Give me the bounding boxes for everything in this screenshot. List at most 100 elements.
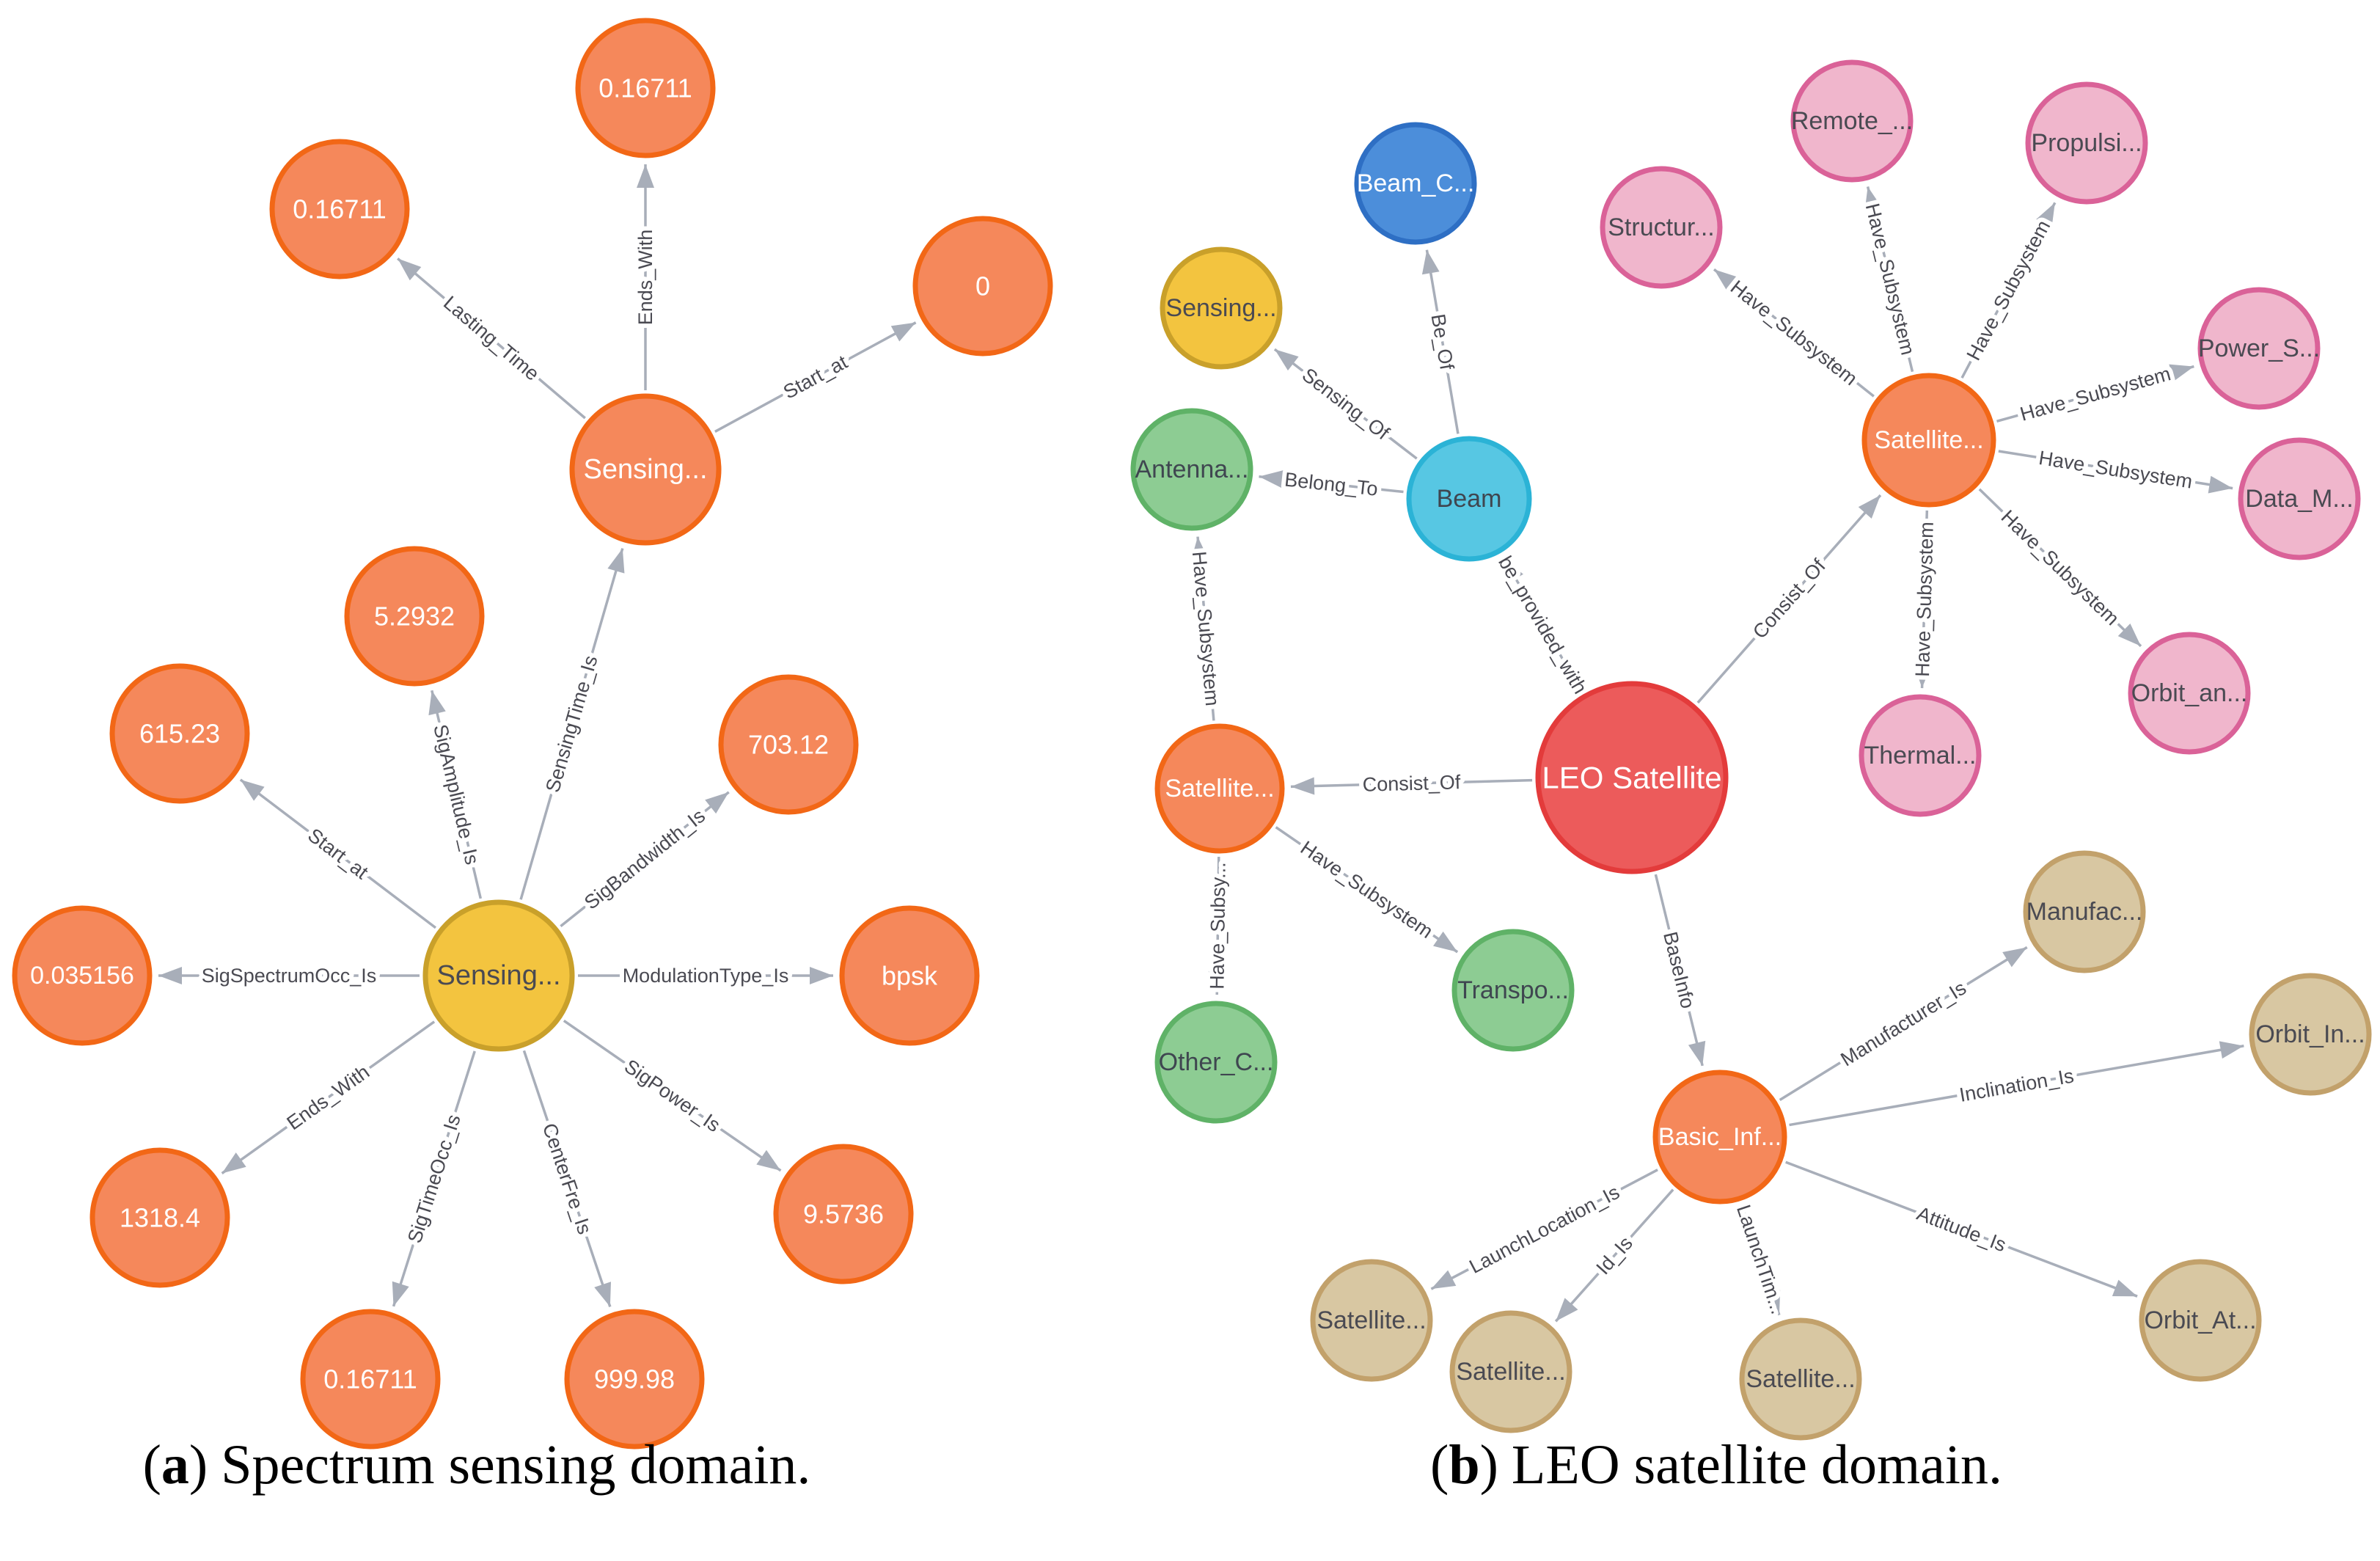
node-a-val-lasting[interactable]: 0.16711 [269, 139, 410, 279]
node-a-val-sigpower[interactable]: 9.5736 [773, 1144, 914, 1284]
edge-b-leo-b-basic-inf[interactable] [1654, 874, 1706, 1067]
edge-a-hub-sensing-a-val-ends[interactable] [221, 1020, 436, 1174]
edge-b-basic-inf-b-sat-id[interactable] [1554, 1188, 1674, 1323]
edge-a-hub-sensing-a-val-sigtimeocc[interactable] [392, 1050, 476, 1307]
node-circle-a-val-sigbandwidth[interactable] [718, 674, 859, 815]
edge-b-leo-b-beam[interactable] [1502, 558, 1583, 692]
node-b-structur[interactable]: Structur... [1600, 166, 1723, 289]
node-circle-a-val-start[interactable] [109, 663, 250, 804]
node-a-val-sigbandwidth[interactable]: 703.12 [718, 674, 859, 815]
node-b-antenna[interactable]: Antenna... [1130, 408, 1253, 531]
node-b-thermal[interactable]: Thermal... [1859, 694, 1982, 817]
edge-b-beam-b-beam-c[interactable] [1421, 249, 1460, 434]
node-b-remote[interactable]: Remote_... [1790, 59, 1914, 183]
node-b-orbit-in[interactable]: Orbit_In... [2249, 973, 2372, 1096]
node-b-basic-inf[interactable]: Basic_Inf... [1652, 1070, 1787, 1204]
node-circle-a-hub-sensing-time[interactable] [569, 393, 722, 546]
edge-b-satellite-right-b-data-m[interactable] [1998, 450, 2233, 494]
node-circle-b-propulsi[interactable] [2025, 81, 2148, 205]
node-b-satellite-right[interactable]: Satellite... [1861, 373, 1996, 508]
node-b-leo[interactable]: LEO Satellite [1535, 681, 1729, 874]
node-b-other-c[interactable]: Other_C... [1154, 1001, 1278, 1124]
node-circle-b-data-m[interactable] [2238, 437, 2361, 560]
node-circle-b-leo[interactable] [1535, 681, 1729, 874]
node-b-sat-launchtime[interactable]: Satellite... [1739, 1317, 1862, 1441]
node-b-propulsi[interactable]: Propulsi... [2025, 81, 2148, 205]
node-circle-b-remote[interactable] [1790, 59, 1914, 183]
edge-a-hub-sensing-a-val-start[interactable] [239, 778, 437, 929]
node-circle-b-satellite-right[interactable] [1861, 373, 1996, 508]
node-circle-a-hub-sensing[interactable] [422, 899, 575, 1052]
node-circle-a-val-modulation[interactable] [839, 905, 980, 1046]
node-a-val-sigspectrumocc[interactable]: 0.035156 [12, 905, 153, 1046]
node-circle-b-structur[interactable] [1600, 166, 1723, 289]
node-circle-a-val-centerfre[interactable] [564, 1309, 705, 1450]
node-circle-b-orbit-in[interactable] [2249, 973, 2372, 1096]
node-circle-b-beam[interactable] [1406, 436, 1532, 562]
node-a-val-ends[interactable]: 1318.4 [89, 1147, 230, 1288]
edge-b-satellite-left-b-antenna[interactable] [1190, 536, 1215, 721]
node-b-transpo[interactable]: Transpo... [1451, 929, 1575, 1052]
edge-b-basic-inf-b-orbit-at[interactable] [1785, 1160, 2138, 1298]
node-b-beam-c[interactable]: Beam_C... [1354, 122, 1477, 245]
edge-b-satellite-right-b-thermal[interactable] [1914, 510, 1932, 689]
edge-b-satellite-right-b-power[interactable] [1996, 364, 2194, 423]
node-b-data-m[interactable]: Data_M... [2238, 437, 2361, 560]
node-circle-a-val-sigamplitude[interactable] [344, 546, 485, 687]
node-b-orbit-at[interactable]: Orbit_At... [2139, 1259, 2262, 1382]
node-a-val-sigtimeocc[interactable]: 0.16711 [300, 1309, 441, 1450]
edge-a-hub-sensing-a-val-centerfre[interactable] [522, 1050, 612, 1307]
node-b-power[interactable]: Power_S... [2197, 287, 2321, 410]
edge-b-beam-b-sensing[interactable] [1273, 348, 1418, 460]
edge-b-satellite-right-b-orbit-an[interactable] [1978, 488, 2142, 648]
node-circle-b-beam-c[interactable] [1354, 122, 1477, 245]
node-a-val-start[interactable]: 615.23 [109, 663, 250, 804]
node-b-sensing[interactable]: Sensing... [1160, 246, 1283, 370]
edge-a-hub-sensing-a-val-sigbandwidth[interactable] [560, 791, 730, 928]
node-circle-b-basic-inf[interactable] [1652, 1070, 1787, 1204]
edge-a-hub-sensing-time-a-val-lasting[interactable] [397, 257, 586, 420]
node-circle-b-sat-launchloc[interactable] [1310, 1259, 1433, 1382]
edge-b-basic-inf-b-orbit-in[interactable] [1789, 1041, 2244, 1127]
edge-b-satellite-right-b-propulsi[interactable] [1960, 202, 2057, 379]
node-circle-a-val-ends[interactable] [89, 1147, 230, 1288]
node-circle-b-sat-launchtime[interactable] [1739, 1317, 1862, 1441]
node-b-sat-id[interactable]: Satellite... [1449, 1310, 1572, 1433]
node-circle-a-val-lasting[interactable] [269, 139, 410, 279]
node-circle-a-val-ends-top[interactable] [575, 18, 716, 158]
node-circle-b-satellite-left[interactable] [1154, 723, 1285, 854]
node-a-val-sigamplitude[interactable]: 5.2932 [344, 546, 485, 687]
node-b-manufac[interactable]: Manufac... [2023, 850, 2146, 973]
edge-b-basic-inf-b-sat-launchloc[interactable] [1430, 1169, 1658, 1290]
node-a-val-centerfre[interactable]: 999.98 [564, 1309, 705, 1450]
edge-a-hub-sensing-a-val-sigamplitude[interactable] [428, 690, 483, 899]
node-circle-b-orbit-at[interactable] [2139, 1259, 2262, 1382]
node-a-hub-sensing[interactable]: Sensing... [422, 899, 575, 1052]
node-a-hub-sensing-time[interactable]: Sensing... [569, 393, 722, 546]
node-b-sat-launchloc[interactable]: Satellite... [1310, 1259, 1433, 1382]
node-circle-a-val-sigtimeocc[interactable] [300, 1309, 441, 1450]
node-a-val-start-top[interactable]: 0 [912, 216, 1053, 357]
edge-b-leo-b-satellite-left[interactable] [1290, 777, 1533, 795]
node-circle-b-sensing[interactable] [1160, 246, 1283, 370]
node-circle-a-val-start-top[interactable] [912, 216, 1053, 357]
node-circle-b-power[interactable] [2197, 287, 2321, 410]
edge-b-satellite-left-b-transpo[interactable] [1275, 826, 1459, 954]
node-circle-b-sat-id[interactable] [1449, 1310, 1572, 1433]
node-a-val-ends-top[interactable]: 0.16711 [575, 18, 716, 158]
edge-b-leo-b-satellite-right[interactable] [1696, 494, 1882, 704]
edge-b-satellite-left-b-other-c[interactable] [1208, 856, 1226, 995]
node-b-orbit-an[interactable]: Orbit_an... [2128, 632, 2251, 755]
edge-a-hub-sensing-a-val-sigpower[interactable] [563, 1019, 782, 1172]
node-b-satellite-left[interactable]: Satellite... [1154, 723, 1285, 854]
edge-b-satellite-right-b-structur[interactable] [1713, 268, 1875, 398]
node-circle-b-manufac[interactable] [2023, 850, 2146, 973]
node-circle-b-transpo[interactable] [1451, 929, 1575, 1052]
node-b-beam[interactable]: Beam [1406, 436, 1532, 562]
edge-a-hub-sensing-time-a-val-start-top[interactable] [714, 321, 917, 433]
edge-a-hub-sensing-a-hub-sensing-time[interactable] [519, 548, 625, 900]
node-circle-b-antenna[interactable] [1130, 408, 1253, 531]
node-a-val-modulation[interactable]: bpsk [839, 905, 980, 1046]
node-circle-b-orbit-an[interactable] [2128, 632, 2251, 755]
edge-b-satellite-right-b-remote[interactable] [1864, 186, 1914, 373]
